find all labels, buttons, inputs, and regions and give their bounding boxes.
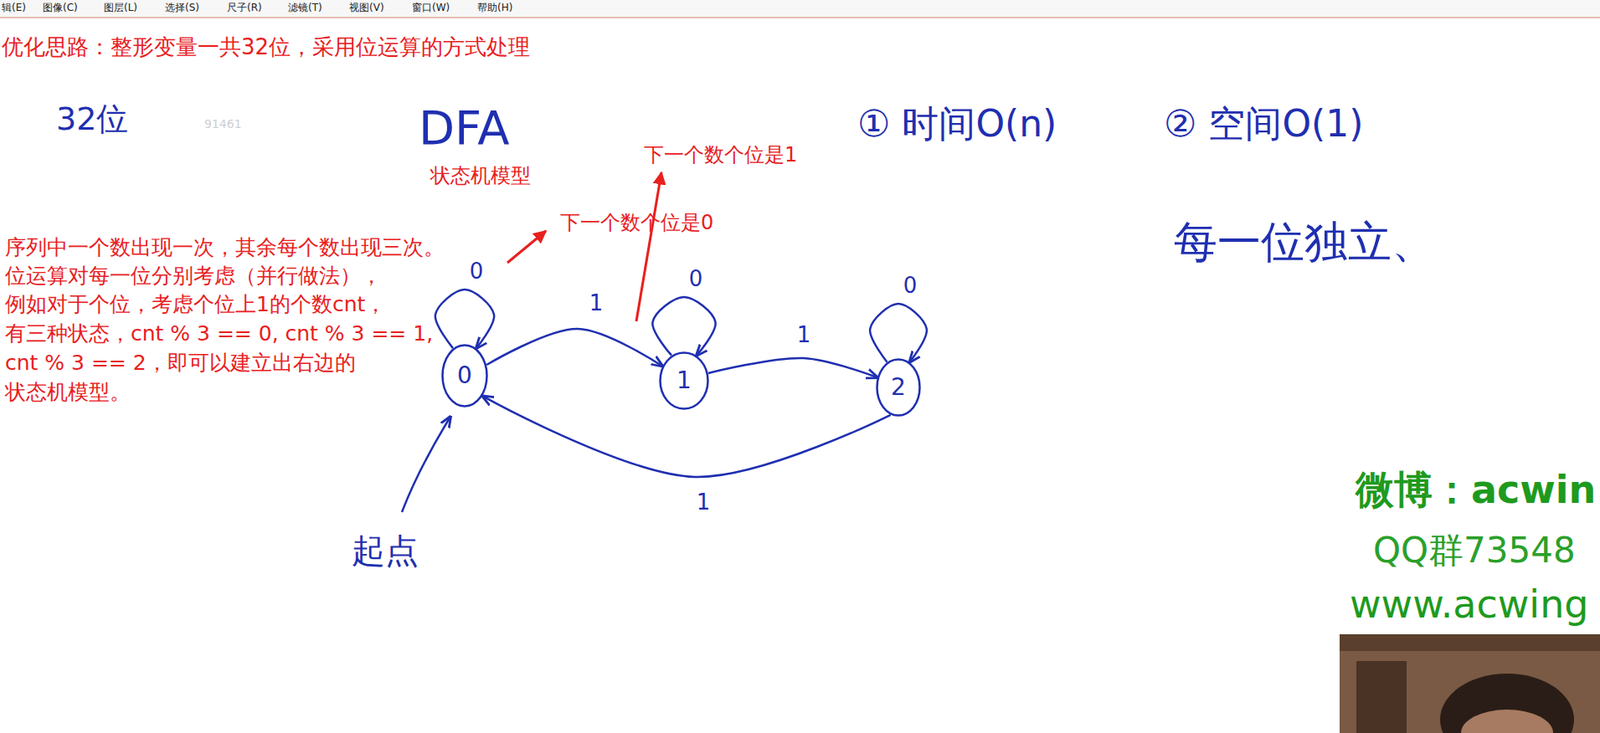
watermark: 微博：acwin xyxy=(1355,468,1596,512)
menu-item: 图像(C) xyxy=(42,2,78,14)
menu-divider xyxy=(0,16,1600,19)
transition-label: 0 xyxy=(467,259,487,283)
note-line: cnt % 3 == 2，即可以建立出右边的 xyxy=(5,351,356,376)
watermark: 91461 xyxy=(204,118,242,131)
handwritten-note: DFA xyxy=(418,102,510,155)
note-line: 序列中一个数出现一次，其余每个数出现三次。 xyxy=(5,236,445,260)
menu-item: 图层(L) xyxy=(103,2,138,14)
state-circle: 2 xyxy=(875,358,921,417)
webcam-photo xyxy=(1339,634,1600,733)
menu-item: 帮助(H) xyxy=(477,2,513,14)
watermark: QQ群73548 xyxy=(1373,531,1576,571)
annotation: 下一个数个位是0 xyxy=(560,211,714,234)
handwritten-note: 每一位独立、 xyxy=(1173,218,1436,267)
transition-label: 1 xyxy=(586,291,607,315)
start-arrow xyxy=(401,416,451,513)
annotation: 下一个数个位是1 xyxy=(643,144,798,166)
heading: 优化思路：整形变量一共32位，采用位运算的方式处理 xyxy=(1,35,530,60)
self-loop xyxy=(869,303,927,363)
note-line: 例如对于个位，考虑个位上1的个数cnt， xyxy=(5,293,386,317)
menu-item: 窗口(W) xyxy=(411,2,450,14)
state-number: 2 xyxy=(890,375,906,400)
menu-item: 辑(E) xyxy=(1,2,26,14)
callout-arrow xyxy=(636,172,662,322)
annotation: 状态机模型 xyxy=(430,164,531,187)
menu-item: 滤镜(T) xyxy=(288,2,323,14)
state-circle: 0 xyxy=(441,344,489,408)
transition-label: 0 xyxy=(900,273,921,298)
menu-item: 选择(S) xyxy=(164,2,200,14)
state-number: 1 xyxy=(676,369,692,393)
note-line: 状态机模型。 xyxy=(5,380,131,405)
transition-arrow xyxy=(486,329,663,367)
menu-bar xyxy=(0,0,1600,17)
handwritten-note: ② 空间O(1) xyxy=(1163,103,1364,145)
handwritten-note: 32位 xyxy=(56,102,129,138)
watermark: www.acwing xyxy=(1349,583,1590,627)
self-loop xyxy=(652,297,716,356)
self-loop xyxy=(435,289,494,349)
transition-arrow xyxy=(708,358,878,378)
transition-label: 1 xyxy=(794,323,814,347)
menu-item: 视图(V) xyxy=(349,2,385,14)
start-label: 起点 xyxy=(351,532,419,570)
handwritten-note: ① 时间O(n) xyxy=(857,103,1057,145)
state-number: 0 xyxy=(457,364,473,388)
menu-item: 尺子(R) xyxy=(226,2,263,14)
note-line: 位运算对每一位分别考虑（并行做法）， xyxy=(5,264,382,289)
transition-label: 0 xyxy=(686,267,706,291)
callout-arrow xyxy=(507,231,546,263)
transition-label: 1 xyxy=(694,490,714,515)
state-circle: 1 xyxy=(658,351,710,411)
note-line: 有三种状态，cnt % 3 == 0, cnt % 3 == 1, xyxy=(5,322,433,346)
